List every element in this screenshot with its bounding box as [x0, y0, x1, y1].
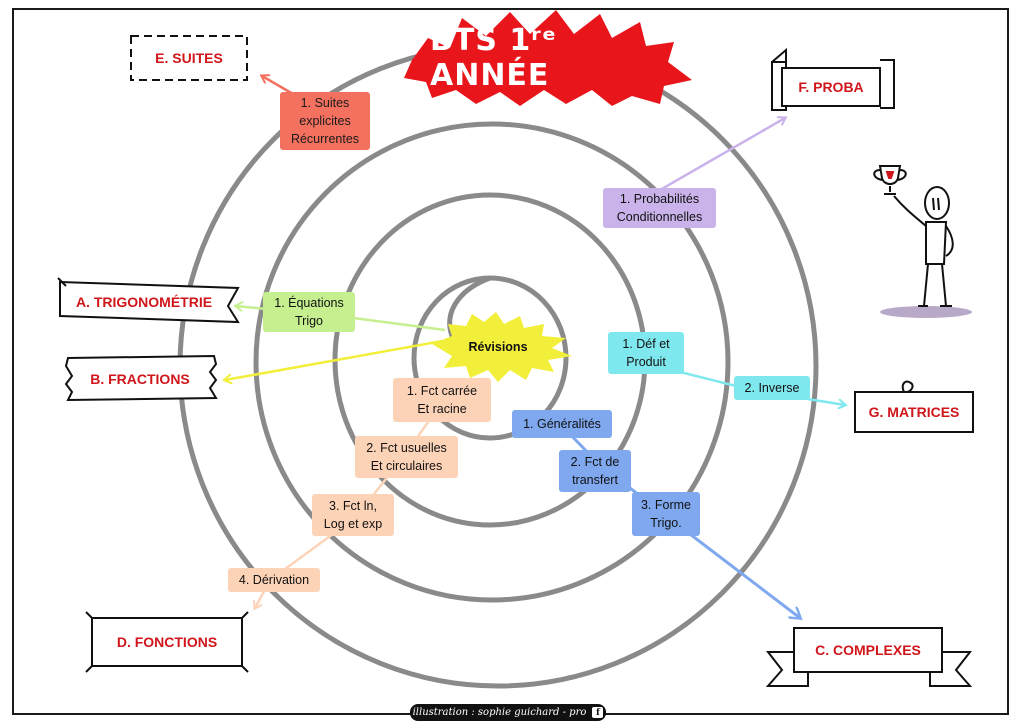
arrow-proba: [659, 118, 785, 192]
center-burst: [432, 312, 572, 382]
topic-suites: E. SUITES: [155, 50, 223, 66]
node-complexes-1: 1. Généralités: [512, 410, 612, 438]
topic-trigonometrie: A. TRIGONOMÉTRIE: [75, 294, 213, 310]
facebook-icon[interactable]: f: [592, 707, 604, 718]
fonctions-box: [91, 617, 243, 667]
suites-box: [130, 35, 248, 81]
topic-proba: F. PROBA: [784, 70, 878, 104]
topic-matrices: G. MATRICES: [868, 404, 960, 420]
trigo-flag: [59, 280, 240, 324]
stick-figure-holding-trophy-icon: [873, 165, 972, 318]
spiral-ring: [253, 121, 731, 603]
center-revisions: Révisions: [468, 340, 528, 354]
credit-badge: illustration : sophie guichard - pro f: [410, 704, 606, 721]
arrow-complexes: [558, 422, 800, 618]
credit-text: illustration : sophie guichard - pro: [412, 707, 587, 718]
node-fonctions-3: 3. Fct ln,Log et exp: [312, 494, 394, 536]
title-burst: [404, 10, 692, 106]
topic-fonctions: D. FONCTIONS: [116, 634, 218, 650]
topic-complexes: C. COMPLEXES: [815, 642, 921, 658]
arrow-fractions: [225, 338, 449, 380]
topic-fractions: B. FRACTIONS: [90, 371, 190, 387]
fractions-box: [64, 354, 218, 402]
complexes-box: [793, 627, 943, 673]
page-title: BTS 1ʳᵉ ANNÉE: [430, 23, 558, 93]
node-fonctions-4: 4. Dérivation: [228, 568, 320, 592]
matrices-box: [854, 391, 974, 433]
node-matrices-2: 2. Inverse: [734, 376, 810, 400]
proba-ribbon-right: [880, 59, 895, 109]
